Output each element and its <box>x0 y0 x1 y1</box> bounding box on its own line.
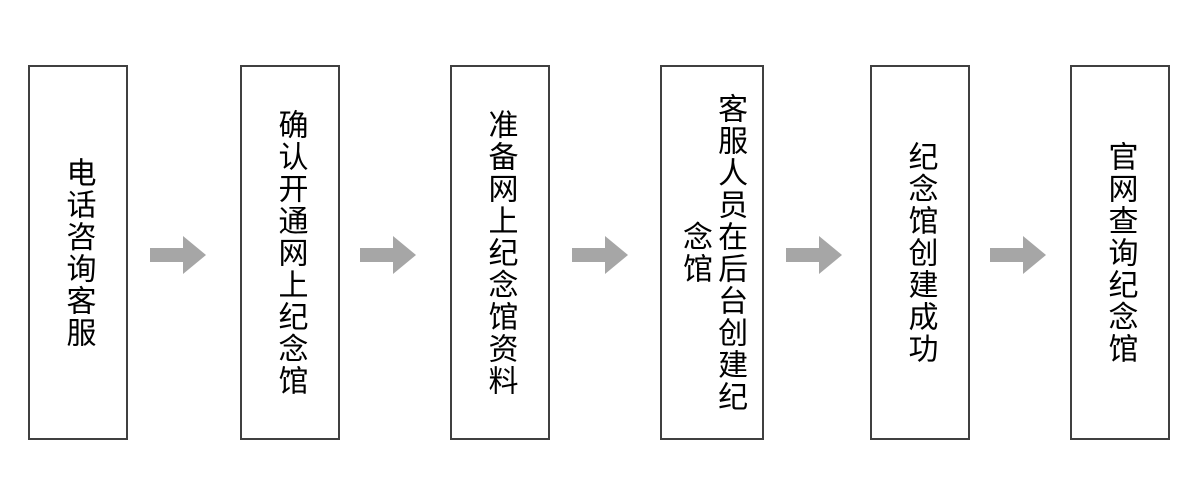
flow-node-3[interactable]: 准备网上纪念馆资料 <box>450 65 550 440</box>
flow-node-6-label: 官网查询纪念馆 <box>1102 140 1138 365</box>
flow-node-2-label: 确认开通网上纪念馆 <box>272 108 308 397</box>
right-arrow-icon <box>990 236 1046 274</box>
right-arrow-icon <box>150 236 206 274</box>
flow-node-5-label: 纪念馆创建成功 <box>902 140 938 365</box>
right-arrow-icon <box>786 236 842 274</box>
flow-node-4[interactable]: 客服人员在后台创建纪念馆 <box>660 65 764 440</box>
flow-node-2[interactable]: 确认开通网上纪念馆 <box>240 65 340 440</box>
flow-node-6[interactable]: 官网查询纪念馆 <box>1070 65 1170 440</box>
flow-node-1[interactable]: 电话咨询客服 <box>28 65 128 440</box>
flow-node-5[interactable]: 纪念馆创建成功 <box>870 65 970 440</box>
flow-node-3-label: 准备网上纪念馆资料 <box>482 108 518 397</box>
right-arrow-icon <box>360 236 416 274</box>
right-arrow-icon <box>572 236 628 274</box>
flow-node-4-label: 客服人员在后台创建纪念馆 <box>677 92 748 413</box>
flow-node-1-label: 电话咨询客服 <box>60 156 96 349</box>
